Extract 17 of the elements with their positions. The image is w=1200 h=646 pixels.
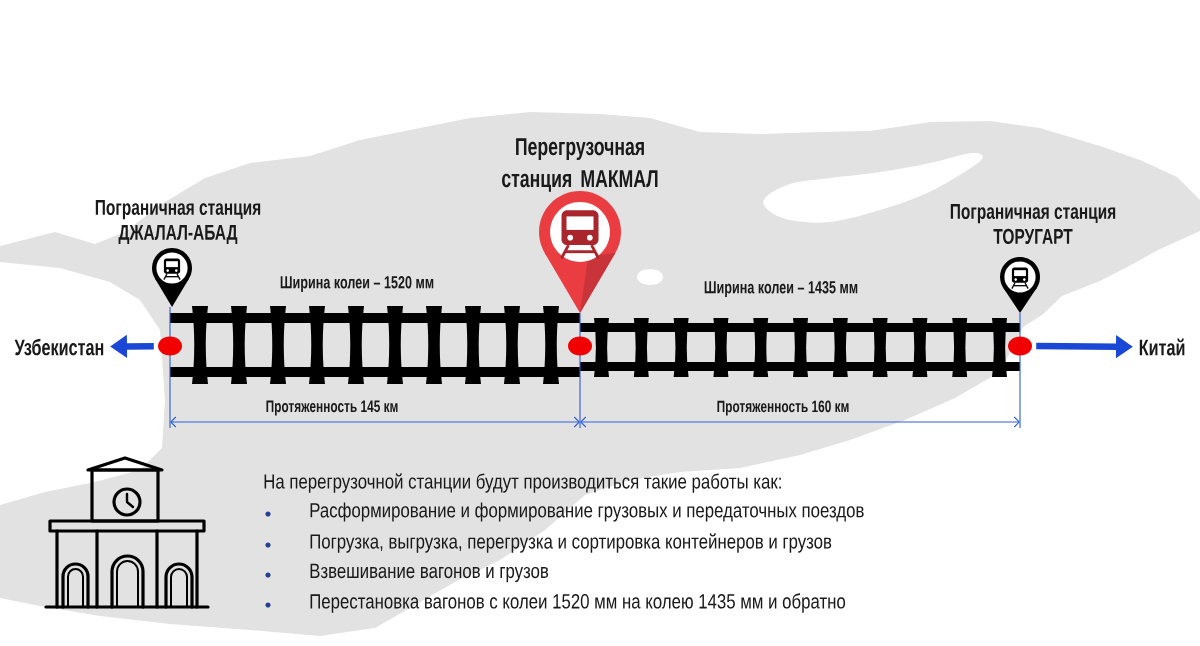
bullet-item: Перестановка вагонов с колеи 1520 мм на колею 1435 мм и обратно — [310, 593, 846, 613]
distance-label: Протяженность 145 км — [266, 400, 398, 416]
bullet-item: Расформирование и формирование грузовых и передаточных поездов — [310, 502, 864, 522]
gauge-label: Ширина колеи – 1435 мм — [704, 281, 858, 297]
station-name: Пограничная станция ДЖАЛАЛ-АБАД — [95, 199, 261, 245]
distance-label: Протяженность 160 км — [717, 400, 849, 416]
station-name: Перегрузочная станция МАКМАЛ — [502, 138, 658, 192]
location-dot — [158, 336, 182, 356]
country-name: Узбекистан — [14, 338, 104, 356]
intro-text: На перегрузочной станции будут производиться такие работы как: — [264, 473, 781, 493]
gauge-label: Ширина колеи – 1520 мм — [280, 276, 434, 292]
bullet-item: Погрузка, выгрузка, перегрузка и сортировка контейнеров и грузов — [310, 533, 832, 553]
bullet-item: Взвешивание вагонов и грузов — [310, 563, 549, 583]
station-name: Пограничная станция ТОРУГАРТ — [950, 204, 1116, 244]
location-dot — [1008, 336, 1032, 356]
country-name: Китай — [1139, 338, 1185, 356]
location-dot — [568, 336, 592, 356]
